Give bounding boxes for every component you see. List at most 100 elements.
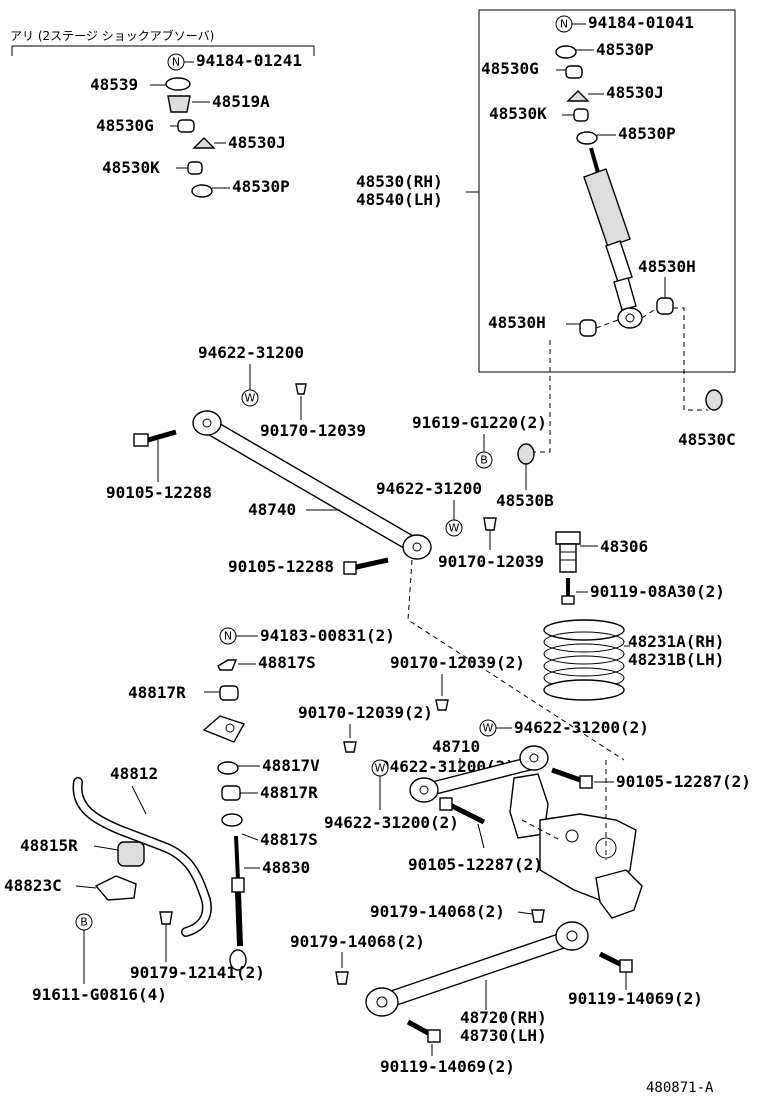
label-91611-g0816: 91611-G0816(4) [32, 985, 167, 1004]
bolt-icon [561, 578, 575, 605]
label-48817v: 48817V [262, 756, 320, 775]
part-48817r-icon [219, 685, 239, 701]
w-symbol-icon: W [479, 719, 497, 737]
label-48817r-b: 48817R [260, 783, 318, 802]
bolt-icon [133, 429, 177, 447]
lower-control-arm-icon [365, 921, 589, 1017]
label-48530g-right: 48530G [481, 59, 539, 78]
b-symbol-icon: B [475, 451, 493, 469]
n-symbol-icon: N [219, 627, 237, 645]
part-48530b-icon [517, 443, 535, 465]
shock-absorber-box [478, 9, 736, 373]
label-48830: 48830 [262, 858, 310, 877]
bolt-icon [343, 557, 389, 575]
part-48817r-icon [221, 785, 241, 801]
label-48812: 48812 [110, 764, 158, 783]
label-90105-12288-a: 90105-12288 [106, 483, 212, 502]
part-48823c-icon [94, 875, 137, 901]
label-48231a-rh: 48231A(RH) [628, 632, 724, 651]
part-48815r-icon [117, 841, 145, 867]
label-90105-12287-b: 90105-12287(2) [408, 855, 543, 874]
label-90170-12039-c: 90170-12039(2) [390, 653, 525, 672]
label-48815r: 48815R [20, 836, 78, 855]
label-94183-00831: 94183-00831(2) [260, 626, 395, 645]
label-48530p-left: 48530P [232, 177, 290, 196]
label-48817s-b: 48817S [260, 830, 318, 849]
part-48519a-icon [167, 95, 191, 113]
nut-icon [343, 741, 357, 753]
svg-text:N: N [224, 630, 232, 643]
label-48530b: 48530B [496, 491, 554, 510]
label-48530k-left: 48530K [102, 158, 160, 177]
part-48530k-icon [187, 161, 203, 175]
part-48539-icon [165, 77, 191, 91]
label-48530h-left: 48530H [488, 313, 546, 332]
w-symbol-icon: W [371, 759, 389, 777]
nut-icon [483, 517, 497, 531]
part-48817s-icon [217, 659, 238, 671]
nut-icon [531, 909, 545, 923]
label-90119-08a30: 90119-08A30(2) [590, 582, 725, 601]
option-bracket [11, 45, 315, 56]
w-symbol-icon: W [445, 519, 463, 537]
bolt-icon [551, 767, 593, 789]
nut-icon [335, 971, 349, 985]
part-48817v-icon [217, 761, 239, 775]
label-48530j-left: 48530J [228, 133, 286, 152]
label-94622-31200-a: 94622-31200 [198, 343, 304, 362]
option-header: アリ (2ステージ ショックアブソーバ) [10, 28, 214, 43]
label-90170-12039-d: 90170-12039(2) [298, 703, 433, 722]
part-48530j-icon [566, 90, 590, 102]
label-48720-rh: 48720(RH) [460, 1008, 547, 1027]
shock-absorber-icon [583, 147, 643, 329]
svg-text:W: W [245, 392, 256, 405]
part-48530p-icon [555, 45, 577, 59]
part-48530h-icon [656, 297, 674, 315]
nut-icon [435, 699, 449, 711]
figure-id: 480871-A [646, 1080, 714, 1096]
part-48530c-icon [705, 389, 723, 411]
label-91619-g1220: 91619-G1220(2) [412, 413, 547, 432]
coil-spring-icon [543, 619, 625, 701]
label-90105-12288-b: 90105-12288 [228, 557, 334, 576]
label-48530j-right: 48530J [606, 83, 664, 102]
svg-text:W: W [449, 522, 460, 535]
part-48530g-icon [177, 119, 195, 133]
label-94622-31200-d-text: 94622-31200(2) [324, 813, 459, 832]
svg-text:B: B [480, 454, 488, 467]
label-48530p-top: 48530P [596, 40, 654, 59]
n-symbol-icon: N [167, 53, 185, 71]
label-48530g-left: 48530G [96, 116, 154, 135]
label-48823c: 48823C [4, 876, 62, 895]
label-48710: 48710 [432, 737, 480, 756]
label-48740: 48740 [248, 500, 296, 519]
label-90119-14069-a: 90119-14069(2) [568, 989, 703, 1008]
svg-text:N: N [172, 56, 180, 69]
w-symbol-icon: W [241, 389, 259, 407]
bump-stopper-48306-icon [555, 531, 581, 573]
bolt-icon [598, 951, 633, 973]
part-48530h-icon [579, 319, 597, 337]
svg-text:W: W [375, 762, 386, 775]
bolt-icon [439, 797, 486, 825]
label-90179-12141: 90179-12141(2) [130, 963, 265, 982]
label-48530-rh: 48530(RH) [356, 172, 443, 191]
nut-icon [295, 383, 307, 395]
part-48530g-icon [565, 65, 583, 79]
label-90119-14069-b: 90119-14069(2) [380, 1057, 515, 1076]
svg-text:B: B [80, 916, 88, 929]
part-48530k-icon [573, 108, 589, 122]
label-48519a: 48519A [212, 92, 270, 111]
bracket-icon [202, 715, 246, 743]
label-48231b-lh: 48231B(LH) [628, 650, 724, 669]
label-48540-lh: 48540(LH) [356, 190, 443, 209]
part-48530p-icon [576, 131, 598, 145]
label-90105-12287-a: 90105-12287(2) [616, 772, 751, 791]
control-arm-48740-icon [192, 410, 432, 560]
bolt-icon [406, 1019, 441, 1043]
label-90170-12039-a: 90170-12039 [260, 421, 366, 440]
n-symbol-icon: N [555, 15, 573, 33]
part-48530p-icon [191, 184, 213, 198]
axle-bracket-icon [509, 760, 643, 919]
